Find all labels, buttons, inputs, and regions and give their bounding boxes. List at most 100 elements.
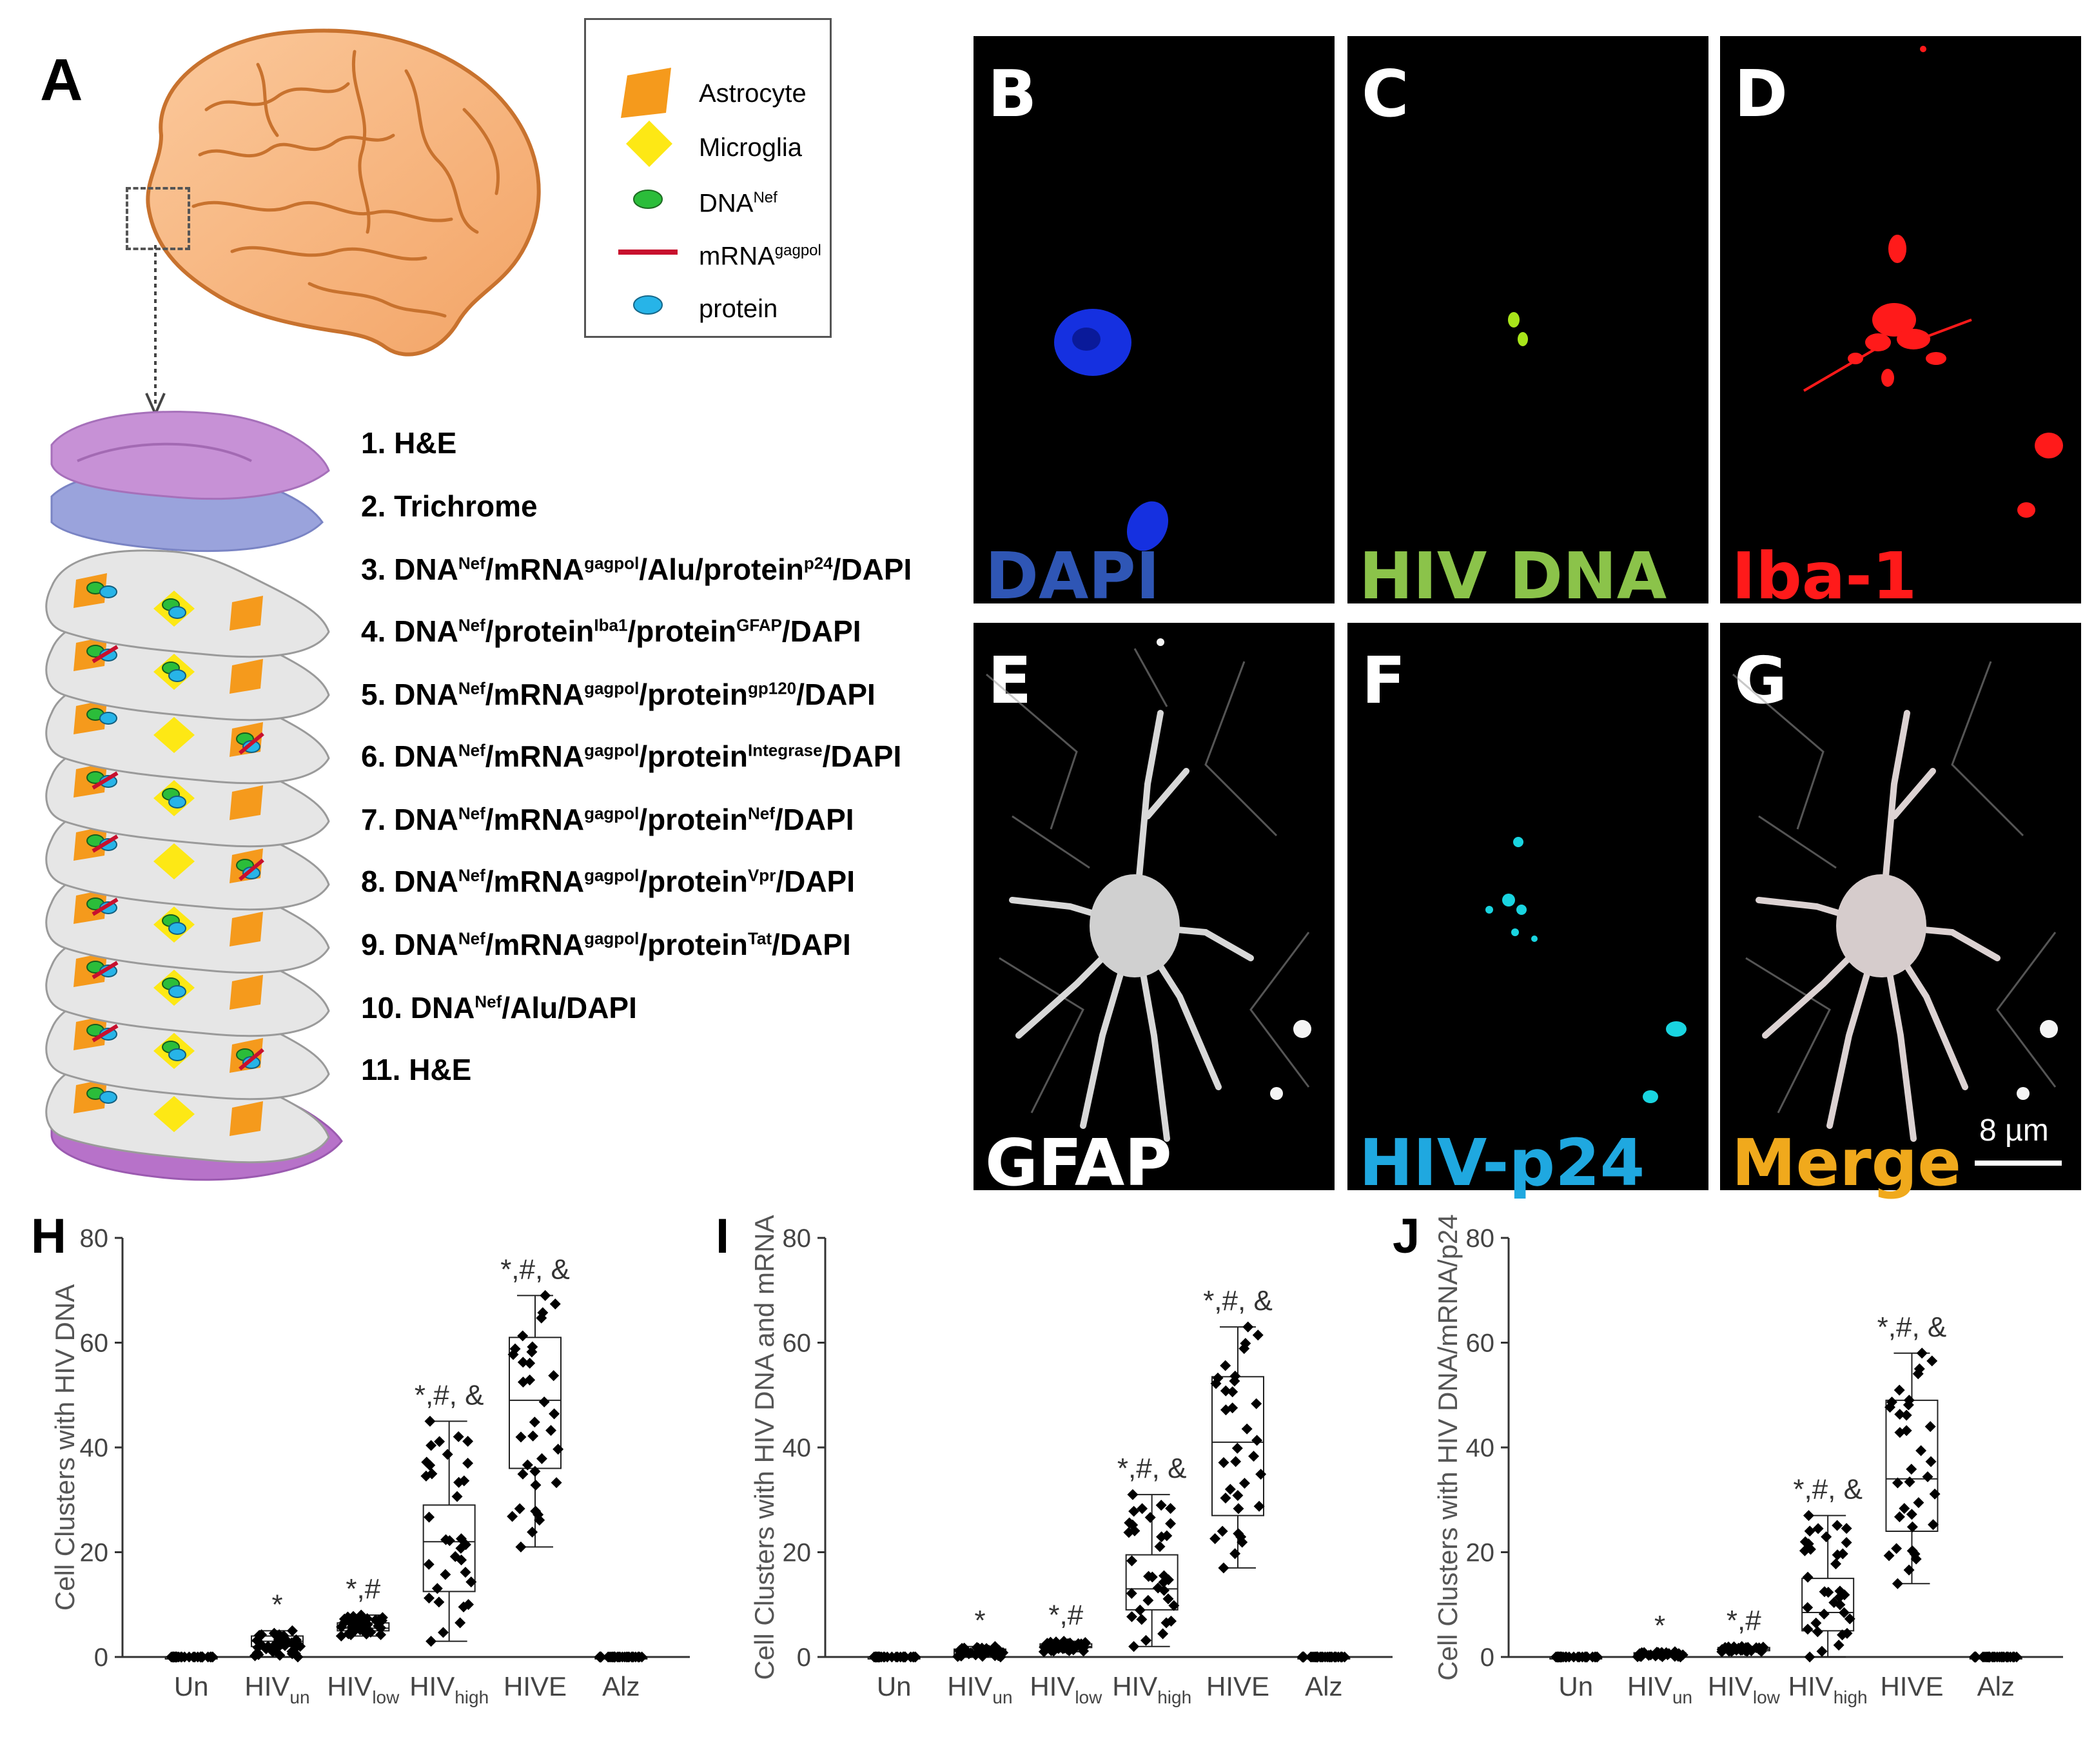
layer-superscript: Nef (475, 992, 502, 1012)
data-point (524, 1357, 536, 1369)
box-iqr (1125, 1554, 1179, 1611)
layer-superscript: gagpol (584, 553, 640, 573)
x-tick-main: Alz (1305, 1671, 1342, 1701)
data-point (455, 1617, 466, 1629)
data-point (1841, 1537, 1852, 1548)
data-point (1903, 1564, 1915, 1576)
data-point (1810, 1617, 1822, 1629)
x-tick-main: HIV (1112, 1671, 1157, 1701)
data-point (1140, 1634, 1151, 1646)
x-tick-label: Alz (1977, 1671, 2015, 1701)
data-point (1238, 1478, 1250, 1489)
data-point (1833, 1640, 1844, 1651)
box-group (164, 1651, 219, 1663)
legend-label: protein (699, 295, 778, 323)
panel-label-d: D (1734, 56, 1788, 132)
layer-item: 6. DNANef/mRNAgagpol/proteinIntegrase/DA… (361, 739, 901, 774)
mrna-icon (92, 771, 119, 790)
stack-layer (73, 1015, 264, 1073)
stack-layer (73, 952, 263, 1010)
protein-icon (242, 1056, 260, 1069)
data-point (434, 1436, 445, 1447)
data-point (1255, 1469, 1267, 1480)
layer-text: /DAPI (772, 928, 851, 961)
protein-icon (168, 669, 186, 682)
x-tick-label: HIVE (1880, 1671, 1943, 1701)
x-tick-label: HIVhigh (409, 1671, 489, 1707)
data-point (1127, 1489, 1139, 1500)
he-top-section (50, 411, 330, 500)
data-point (462, 1458, 474, 1469)
significance-label: *,#, & (1877, 1311, 1947, 1343)
layer-text: /mRNA (485, 928, 585, 961)
data-point (1812, 1523, 1824, 1534)
micrograph-dapi: B DAPI (974, 36, 1335, 609)
micrograph-iba1: D Iba-1 (1720, 36, 2081, 609)
layer-text: /protein (627, 614, 737, 648)
iba1-label: Iba-1 (1732, 538, 1917, 614)
layer-item: 5. DNANef/mRNAgagpol/proteingp120/DAPI (361, 677, 876, 712)
data-point (1155, 1500, 1167, 1511)
data-point (540, 1289, 551, 1301)
x-tick-main: HIV (1708, 1671, 1753, 1701)
yellow-diamond-icon (626, 121, 672, 167)
data-point (1252, 1329, 1264, 1341)
box-iqr (1801, 1578, 1855, 1632)
x-tick-sub: high (1834, 1687, 1868, 1707)
data-point (1802, 1623, 1814, 1635)
layer-superscript: Nef (458, 553, 485, 573)
y-tick-label: 0 (1480, 1643, 1494, 1672)
x-tick-main: Un (1558, 1671, 1593, 1701)
layer-text: /protein (639, 803, 748, 836)
data-point (1165, 1503, 1177, 1514)
data-point (1916, 1348, 1928, 1359)
box-group (1632, 1646, 1688, 1663)
layer-text: /DAPI (822, 740, 902, 773)
layer-superscript: Vpr (747, 865, 776, 885)
layer-item: 8. DNANef/mRNAgagpol/proteinVpr/DAPI (361, 864, 855, 899)
x-tick-label: HIVun (947, 1671, 1012, 1707)
layer-text: /protein (639, 678, 748, 711)
astrocyte-icon (230, 785, 263, 820)
x-tick-main: Un (877, 1671, 912, 1701)
mrna-icon (239, 1048, 264, 1071)
gfap-label: GFAP (985, 1125, 1172, 1200)
data-point (627, 1651, 639, 1663)
data-point (530, 1479, 542, 1491)
data-point (424, 1511, 435, 1523)
data-point (1297, 1651, 1308, 1663)
panel-label-f: F (1362, 643, 1406, 718)
data-point (442, 1449, 453, 1460)
data-point (1893, 1384, 1905, 1396)
astrocyte-icon (230, 975, 263, 1010)
data-point (1832, 1549, 1843, 1561)
data-point (1158, 1576, 1169, 1588)
layer-item: 7. DNANef/mRNAgagpol/proteinNef/DAPI (361, 802, 854, 837)
data-point (1220, 1493, 1231, 1504)
data-point (1830, 1558, 1842, 1570)
data-point (1841, 1523, 1852, 1534)
region-selection-box (126, 187, 190, 250)
protein-icon (242, 740, 260, 753)
x-tick-main: HIV (1030, 1671, 1075, 1701)
x-tick-sub: un (289, 1687, 309, 1707)
y-tick-label: 20 (80, 1539, 109, 1567)
legend-label: DNANef (699, 189, 778, 218)
layer-number: 7. (361, 803, 395, 836)
data-point (1904, 1476, 1915, 1487)
x-tick-label: Un (1558, 1671, 1593, 1701)
x-tick-main: HIV (947, 1671, 992, 1701)
data-point (455, 1542, 467, 1554)
data-point (1231, 1442, 1243, 1454)
significance-label: *,#, & (1793, 1474, 1863, 1505)
y-tick-label: 80 (80, 1224, 109, 1253)
data-point (1803, 1510, 1814, 1522)
layer-item: 1. H&E (361, 426, 456, 460)
layer-text: DNA (410, 991, 475, 1024)
micrograph-hiv-dna: C HIV DNA (1347, 36, 1708, 609)
layer-superscript: GFAP (736, 615, 782, 635)
protein-icon (99, 585, 117, 598)
data-point (1906, 1509, 1917, 1520)
y-tick-label: 40 (783, 1434, 812, 1462)
x-tick-label: HIVE (504, 1671, 567, 1701)
